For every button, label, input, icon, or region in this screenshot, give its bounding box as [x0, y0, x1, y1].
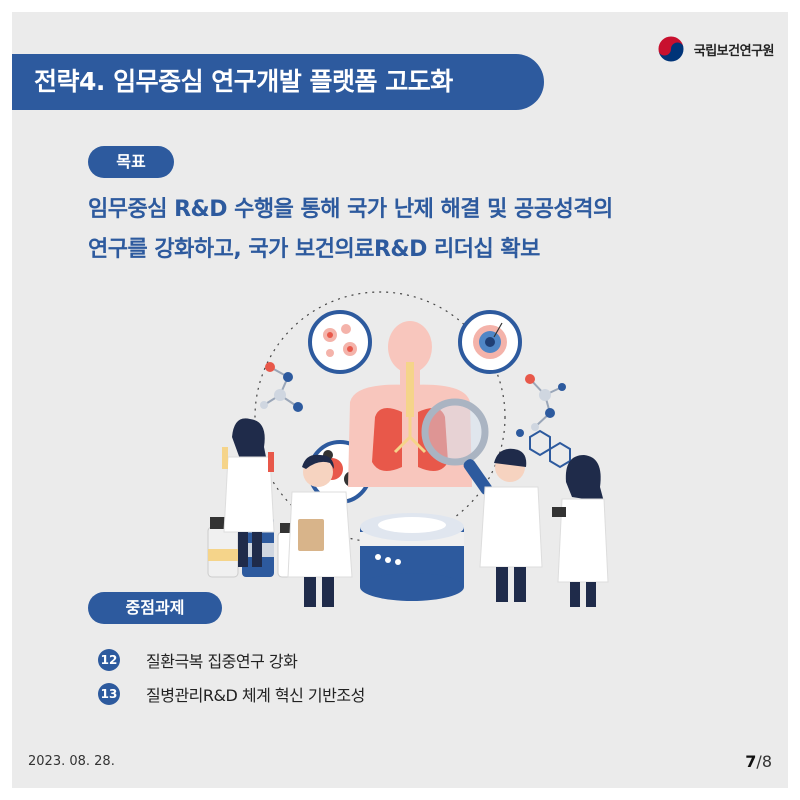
- key-tasks-badge: 중점과제: [88, 592, 222, 624]
- organization-logo: 국립보건연구원: [656, 34, 775, 64]
- task-label: 질병관리R&D 체계 혁신 기반조성: [146, 686, 365, 705]
- task-list: 12 질환극복 집중연구 강화 13 질병관리R&D 체계 혁신 기반조성: [98, 644, 365, 712]
- page-total: /8: [756, 752, 772, 771]
- goal-line-2: 연구를 강화하고, 국가 보건의료R&D 리더십 확보: [88, 237, 540, 262]
- research-lab-illustration: [207, 291, 609, 607]
- page-title: 전략4. 임무중심 연구개발 플랫폼 고도화: [12, 54, 544, 110]
- card-background: 전략4. 임무중심 연구개발 플랫폼 고도화 국립보건연구원 목표 임무중심 R…: [12, 12, 788, 788]
- scientist-right-icon: [552, 455, 609, 607]
- goal-line-1: 임무중심 R&D 수행을 통해 국가 난제 해결 및 공공성격의: [88, 197, 613, 222]
- publish-date: 2023. 08. 28.: [28, 754, 115, 769]
- goal-badge: 목표: [88, 146, 174, 178]
- magnifying-glass-icon: [421, 398, 493, 495]
- taegeuk-emblem-icon: [657, 35, 685, 63]
- list-item: 13 질병관리R&D 체계 혁신 기반조성: [98, 678, 365, 710]
- page-indicator: 7/8: [745, 752, 772, 771]
- scientist-magnifier-icon: [479, 448, 543, 602]
- cells-bubble-icon: [308, 310, 372, 374]
- task-number-badge: 12: [98, 649, 120, 671]
- list-item: 12 질환극복 집중연구 강화: [98, 644, 365, 676]
- page-current: 7: [745, 752, 757, 771]
- task-number-badge: 13: [98, 683, 120, 705]
- molecule-right-icon: [525, 374, 566, 431]
- task-label: 질환극복 집중연구 강화: [146, 652, 298, 671]
- database-server-icon: [360, 513, 464, 601]
- organization-name: 국립보건연구원: [693, 43, 775, 59]
- molecule-left-icon: [260, 362, 303, 412]
- cell-structure-bubble-icon: [458, 310, 522, 374]
- scientist-left-icon: [222, 418, 275, 567]
- goal-statement: 임무중심 R&D 수행을 통해 국가 난제 해결 및 공공성격의 연구를 강화하…: [88, 190, 768, 270]
- scientist-clipboard-icon: [287, 454, 353, 607]
- hexagon-chain-icon: [516, 429, 571, 469]
